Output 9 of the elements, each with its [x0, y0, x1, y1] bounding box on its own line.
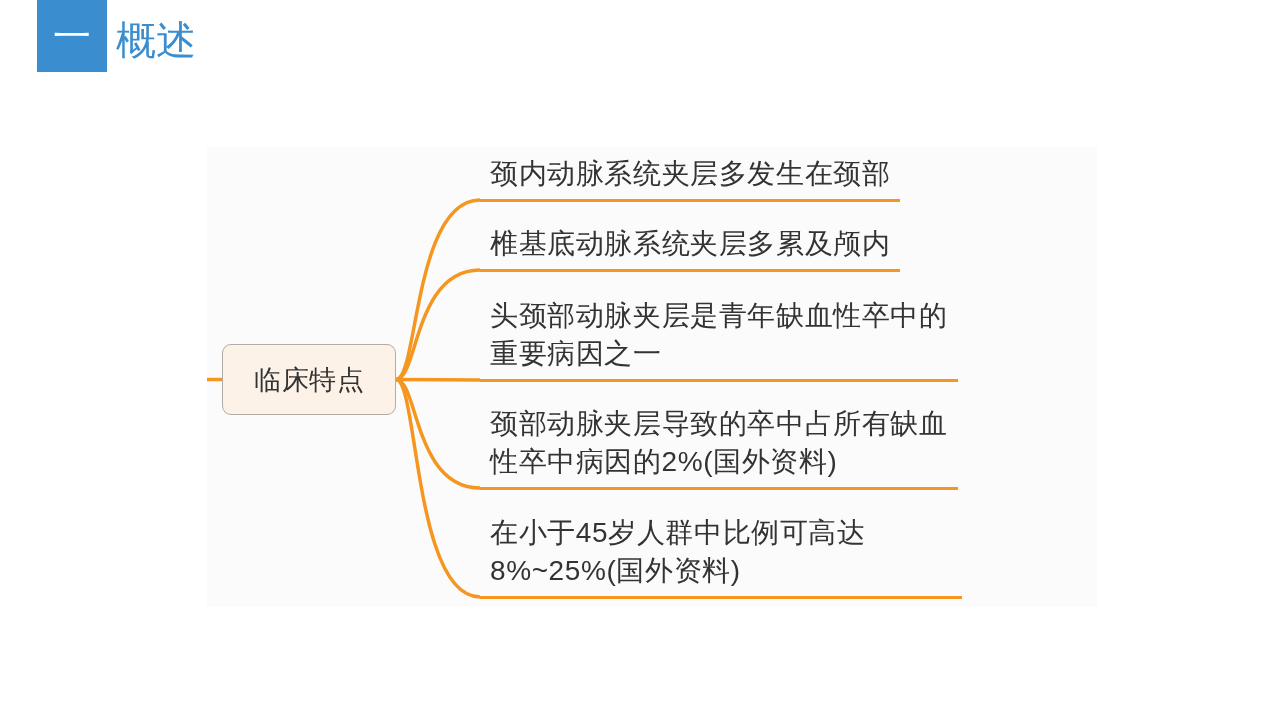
underlined-topic: 椎基底动脉系统夹层多累及颅内: [480, 224, 900, 272]
branch-line: [394, 378, 481, 599]
page-title: 概述: [116, 17, 196, 63]
underlined-topic: 颈内动脉系统夹层多发生在颈部: [480, 154, 900, 202]
topic-box: 临床特点: [222, 344, 396, 415]
underlined-topic: 在小于45岁人群中比例可高达8%~25%(国外资料): [480, 513, 962, 599]
underlined-topic: 头颈部动脉夹层是青年缺血性卒中的重要病因之一: [480, 296, 958, 382]
underlined-topic: 颈部动脉夹层导致的卒中占所有缺血性卒中病因的2%(国外资料): [480, 404, 958, 490]
section-number-box: 一: [37, 0, 107, 72]
